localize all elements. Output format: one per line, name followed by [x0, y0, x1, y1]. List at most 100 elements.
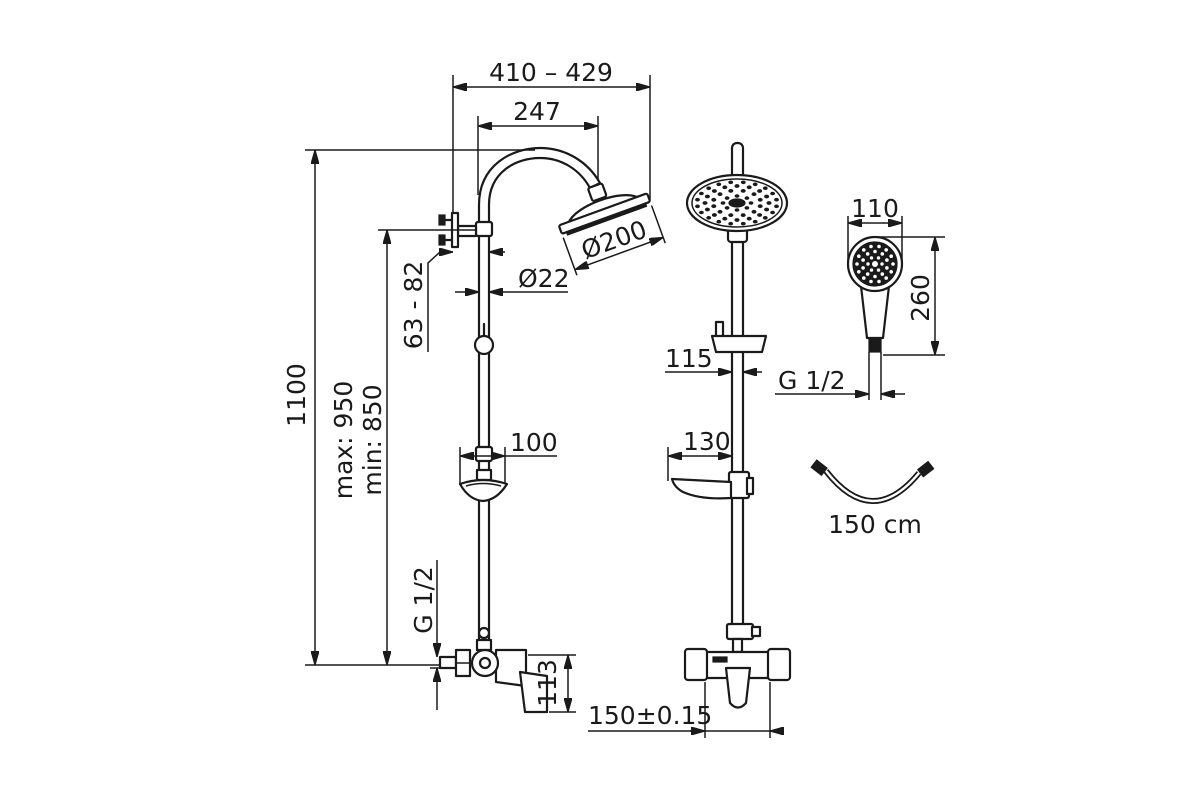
- mixer-side: [438, 626, 549, 714]
- nozzle-hole: [751, 192, 757, 197]
- slider-post: [714, 320, 725, 339]
- diverter-body-front: [725, 622, 755, 641]
- nozzle-hole: [740, 189, 746, 193]
- diverter-outlet: [731, 637, 744, 654]
- bracket-arm: [456, 224, 478, 238]
- nozzle-hole: [757, 204, 763, 209]
- hose-fitting-left: [810, 459, 828, 477]
- nozzle-hole: [880, 252, 885, 256]
- nozzle-hole: [770, 191, 775, 196]
- soap-dish-rim: [465, 482, 502, 487]
- hose-fitting-right: [916, 460, 935, 478]
- nozzle-hole: [724, 206, 730, 210]
- holder-knob: [473, 334, 495, 356]
- nozzle-hole: [711, 197, 717, 202]
- nozzle-hole: [764, 207, 770, 212]
- nozzle-hole: [748, 201, 754, 205]
- nozzle-hole: [770, 210, 775, 215]
- diverter-knob-front: [750, 625, 762, 638]
- mixer-logo-mark: [712, 656, 728, 663]
- nozzle-hole: [865, 272, 870, 276]
- head-swivel-joint: [587, 182, 608, 202]
- label-inlet-spacing: 150±0.15: [588, 701, 712, 730]
- label-dish-depth: 100: [510, 428, 558, 457]
- nozzle-hole: [866, 262, 870, 266]
- nozzle-hole: [699, 210, 704, 215]
- mixer-lever-front: [724, 666, 752, 709]
- nozzle-hole: [740, 213, 746, 218]
- dish-holder-side: [475, 468, 493, 482]
- nozzle-hole: [865, 252, 870, 256]
- label-holder-width: 115: [665, 344, 713, 373]
- nozzle-hole: [734, 184, 740, 188]
- label-dish-width: 130: [683, 427, 731, 456]
- nozzle-hole: [716, 182, 722, 187]
- nozzle-hole: [891, 262, 895, 266]
- mixer-end-cap-left: [683, 647, 709, 682]
- nozzle-hole: [716, 219, 722, 224]
- mixer-lever-side: [518, 670, 549, 714]
- nozzle-hole: [862, 276, 866, 280]
- nozzle-hole: [711, 213, 717, 217]
- nozzle-hole: [746, 216, 752, 221]
- nozzle-hole: [734, 194, 740, 198]
- nozzle-hole: [711, 189, 717, 193]
- label-arm-length: 247: [513, 97, 561, 126]
- nozzle-hole: [855, 262, 859, 266]
- hand-shower-center: [872, 261, 878, 267]
- dish-holder-tab: [745, 476, 755, 496]
- nozzle-hole: [757, 189, 763, 193]
- nozzle-hole: [752, 182, 758, 187]
- label-hand-length: 260: [906, 274, 935, 322]
- nozzle-hole: [889, 270, 893, 274]
- nozzle-hole: [704, 207, 710, 212]
- nozzle-hole: [695, 204, 700, 209]
- label-hand-head-width: 110: [851, 194, 899, 223]
- nozzle-hole: [762, 216, 768, 220]
- dimensions: 410 – 429 247 1100 max: 950 min: 850 63 …: [282, 58, 945, 738]
- nozzle-hole: [774, 197, 779, 202]
- label-mixer-height: 113: [533, 659, 562, 707]
- nozzle-hole: [876, 256, 881, 260]
- label-max-height: max: 950: [329, 381, 358, 500]
- mixer-front: [683, 622, 792, 709]
- nozzle-hole: [877, 244, 881, 249]
- slider-clamp-front: [710, 334, 768, 354]
- nozzle-hole: [885, 266, 889, 270]
- nozzle-hole: [722, 216, 728, 221]
- soap-dish-front: [670, 477, 733, 500]
- nozzle-hole: [889, 254, 893, 258]
- hose-core: [825, 470, 920, 503]
- hand-shower-handle: [859, 284, 891, 340]
- nozzle-hole: [861, 266, 865, 270]
- nozzle-hole: [740, 180, 746, 185]
- label-inlet-thread: G 1/2: [409, 566, 438, 634]
- nozzle-hole: [873, 274, 877, 279]
- nozzle-hole: [728, 221, 734, 226]
- nozzle-hole: [744, 206, 750, 210]
- label-pipe-diameter: Ø22: [518, 264, 570, 293]
- nozzle-hole: [711, 204, 717, 209]
- rain-shower-head-side: Ø200: [558, 182, 666, 276]
- nozzle-hole: [762, 186, 768, 190]
- nozzle-hole: [746, 185, 752, 190]
- nozzle-hole: [717, 209, 723, 214]
- head-nozzles: [695, 180, 779, 226]
- bracket-bolt-head: [438, 214, 446, 226]
- nozzle-hole: [869, 244, 873, 249]
- riser-pipe-side: [477, 230, 491, 650]
- nozzle-hole: [869, 279, 873, 284]
- nozzle-hole: [880, 272, 885, 276]
- nozzle-hole: [728, 189, 734, 193]
- inlet-pipe: [438, 655, 458, 670]
- nozzle-hole: [880, 262, 884, 266]
- nozzle-hole: [695, 197, 700, 202]
- mixer-cartridge-center: [478, 656, 492, 670]
- nozzle-hole: [702, 201, 708, 205]
- nozzle-hole: [706, 186, 712, 190]
- nozzle-hole: [757, 213, 763, 217]
- nozzle-hole: [857, 254, 861, 258]
- nozzle-hole: [744, 196, 750, 200]
- nozzle-hole: [861, 258, 865, 262]
